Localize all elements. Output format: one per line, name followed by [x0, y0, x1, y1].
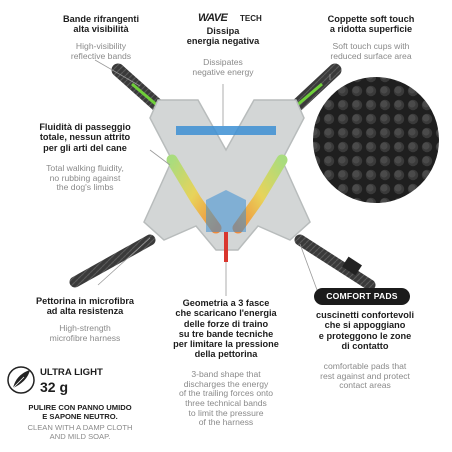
wave-logo: WAVE — [198, 12, 228, 24]
reflective-title: Bande rifrangenti alta visibilità — [62, 14, 140, 35]
wave-title: Dissipa energia negativa — [186, 26, 260, 47]
top-blue-band — [176, 126, 276, 135]
ultra-light-label: ULTRA LIGHT — [40, 367, 103, 378]
comfort-pads-badge: COMFORT PADS — [314, 288, 410, 305]
reflective-desc: High-visibility reflective bands — [70, 41, 132, 61]
geometry-title: Geometria a 3 fasce che scaricano l'ener… — [173, 298, 279, 360]
cups-title: Coppette soft touch a ridotta superficie — [327, 14, 415, 35]
microfibre-desc: High-strength microfibre harness — [49, 323, 121, 343]
fluidity-desc: Total walking fluidity, no rubbing again… — [46, 163, 124, 193]
geometry-desc: 3-band shape that discharges the energy … — [178, 369, 274, 428]
wave-tech-label: TECH — [240, 14, 262, 23]
webbing-strap-lower-right — [294, 234, 376, 291]
cup-texture-zoom-border — [311, 75, 441, 205]
webbing-strap-lower-left — [69, 234, 156, 288]
weight-value: 32 g — [40, 379, 69, 395]
center-blue-pad — [206, 190, 246, 232]
cup-texture-zoom — [312, 76, 440, 204]
microfibre-title: Pettorina in microfibra ad alta resisten… — [35, 296, 135, 317]
comfort-title: cuscinetti confortevoli che si appoggian… — [315, 310, 415, 351]
fluidity-title: Fluidità di passeggio totale, nessun att… — [39, 122, 131, 153]
feather-icon — [7, 366, 35, 394]
annotation-lines — [94, 59, 331, 299]
strap-buckle — [342, 256, 362, 276]
cleaning-it: PULIRE CON PANNO UMIDO E SAPONE NEUTRO. — [28, 403, 132, 421]
comfort-desc: comfortable pads that rest against and p… — [320, 361, 410, 391]
cups-desc: Soft touch cups with reduced surface are… — [330, 41, 412, 61]
wave-desc: Dissipates negative energy — [192, 57, 254, 77]
cleaning-en: CLEAN WITH A DAMP CLOTH AND MILD SOAP. — [27, 423, 133, 441]
